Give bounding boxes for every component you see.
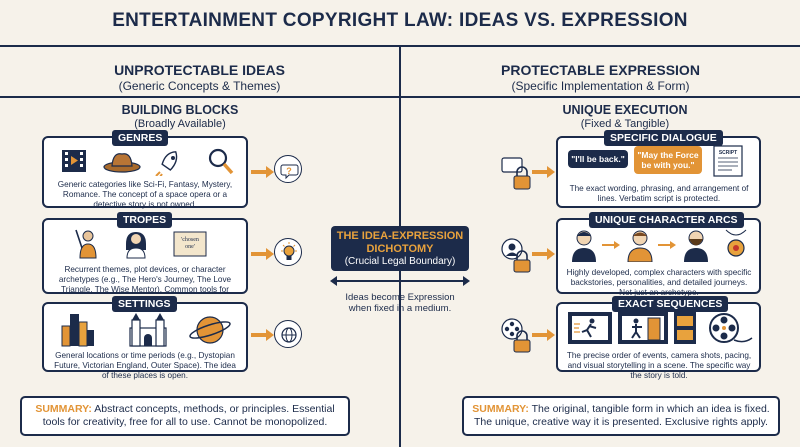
right-summary-text: The original, tangible form in which an … xyxy=(474,403,770,428)
right-section-sub-text: (Fixed & Tangible) xyxy=(580,118,670,130)
settings-tag: SETTINGS xyxy=(112,296,177,312)
film-reel-icon xyxy=(709,313,753,343)
sequences-icons xyxy=(568,312,753,344)
right-heading-text: PROTECTABLE EXPRESSION xyxy=(501,62,700,78)
double-arrow-right-head xyxy=(463,276,470,286)
right-section-title: UNIQUE EXECUTION (Fixed & Tangible) xyxy=(545,103,705,131)
hero-sword-icon xyxy=(75,229,97,259)
svg-text:?: ? xyxy=(286,166,292,176)
question-bubble-icon: ? xyxy=(274,155,302,183)
settings-arrow xyxy=(251,329,274,341)
genres-tag: GENRES xyxy=(112,130,169,146)
dichotomy-sub: (Crucial Legal Boundary) xyxy=(344,256,456,267)
genres-icons xyxy=(62,148,234,176)
amulet-icon xyxy=(725,229,747,257)
left-section-sub-text: (Broadly Available) xyxy=(134,118,226,130)
left-summary: SUMMARY: Abstract concepts, methods, or … xyxy=(20,396,350,436)
settings-card: General locations or time periods (e.g.,… xyxy=(42,302,248,380)
double-arrow-left-head xyxy=(330,276,337,286)
left-summary-key: SUMMARY: xyxy=(35,403,92,415)
sequences-tag: EXACT SEQUENCES xyxy=(612,296,729,312)
cowboy-hat-icon xyxy=(103,153,141,173)
page-title: ENTERTAINMENT COPYRIGHT LAW: IDEAS VS. E… xyxy=(112,10,688,31)
left-section-title-text: BUILDING BLOCKS xyxy=(121,103,239,117)
genres-arrow xyxy=(251,166,274,178)
man-door-frame-icon xyxy=(618,312,668,344)
dichotomy-caption: Ideas become Expression when fixed in a … xyxy=(345,292,455,314)
sequences-arrow xyxy=(532,329,555,341)
left-heading-text: UNPROTECTABLE IDEAS xyxy=(114,62,285,78)
dialogue-description: The exact wording, phrasing, and arrange… xyxy=(569,184,749,203)
lock-speech-icon xyxy=(501,157,531,190)
city-skyline-icon xyxy=(61,314,94,347)
dichotomy-title-line1: THE IDEA-EXPRESSION xyxy=(336,230,464,242)
right-summary: SUMMARY: The original, tangible form in … xyxy=(462,396,780,436)
settings-description: General locations or time periods (e.g.,… xyxy=(54,351,236,380)
svg-text:one': one' xyxy=(185,244,195,250)
script-document-icon: SCRIPT xyxy=(713,145,743,177)
genres-card: Generic categories like Sci-Fi, Fantasy,… xyxy=(42,136,248,209)
dialogue-tag: SPECIFIC DIALOGUE xyxy=(604,130,723,146)
magnifying-glass-icon xyxy=(208,148,234,175)
sequences-card: The precise order of events, camera shot… xyxy=(556,302,761,380)
woman-icon xyxy=(126,232,146,259)
film-strip-icon xyxy=(62,150,86,172)
character-arcs-icons xyxy=(572,229,747,262)
quote-bubble-1: "I'll be back." xyxy=(568,150,628,168)
right-column-heading: PROTECTABLE EXPRESSION (Specific Impleme… xyxy=(401,62,800,94)
running-man-frame-icon xyxy=(568,312,612,344)
left-column-heading: UNPROTECTABLE IDEAS (Generic Concepts & … xyxy=(0,62,399,94)
left-subheading-text: (Generic Concepts & Themes) xyxy=(118,79,281,93)
character-arcs-arrow xyxy=(532,248,555,260)
young-man-icon xyxy=(572,230,596,262)
right-summary-key: SUMMARY: xyxy=(472,403,529,415)
castle-icon xyxy=(129,313,167,347)
double-arrow xyxy=(336,280,464,282)
arrow-icon xyxy=(658,241,676,249)
dialogue-card: "I'll be back." "May the Force be with y… xyxy=(556,136,761,208)
lock-reel-icon xyxy=(501,318,531,353)
lock-person-icon xyxy=(501,238,531,273)
planet-icon xyxy=(189,316,231,344)
lightbulb-bubble-icon xyxy=(274,238,302,266)
tropes-icons: 'chosen one' xyxy=(75,229,207,259)
left-summary-text: Abstract concepts, methods, or principle… xyxy=(42,403,335,428)
dichotomy-title-line2: DICHOTOMY xyxy=(366,243,434,255)
left-section-title: BUILDING BLOCKS (Broadly Available) xyxy=(100,103,260,131)
script-label: SCRIPT xyxy=(719,150,737,156)
sequences-description: The precise order of events, camera shot… xyxy=(566,351,752,380)
character-arcs-card: Highly developed, complex characters wit… xyxy=(556,218,761,297)
tropes-arrow xyxy=(251,248,274,260)
bearded-man-icon xyxy=(684,230,708,262)
film-strip-frame-icon xyxy=(674,312,696,344)
right-section-title-text: UNIQUE EXECUTION xyxy=(562,103,688,117)
tropes-tag: TROPES xyxy=(117,212,173,228)
chosen-one-scroll-icon: 'chosen one' xyxy=(173,231,207,257)
genres-description: Generic categories like Sci-Fi, Fantasy,… xyxy=(57,180,233,209)
quote-bubble-2: "May the Force be with you." xyxy=(634,146,702,174)
arrow-icon xyxy=(602,241,620,249)
rocket-icon xyxy=(155,151,178,176)
globe-bubble-icon xyxy=(274,320,302,348)
right-subheading-text: (Specific Implementation & Form) xyxy=(511,79,690,93)
settings-icons xyxy=(61,313,231,347)
character-arcs-description: Highly developed, complex characters wit… xyxy=(566,268,752,297)
man-icon xyxy=(627,230,653,262)
character-arcs-tag: UNIQUE CHARACTER ARCS xyxy=(589,212,744,228)
dichotomy-sub-box: (Crucial Legal Boundary) xyxy=(331,256,469,271)
svg-text:'chosen: 'chosen xyxy=(181,237,199,243)
tropes-card: 'chosen one' Recurrent themes, plot devi… xyxy=(42,218,248,304)
dialogue-arrow xyxy=(532,166,555,178)
